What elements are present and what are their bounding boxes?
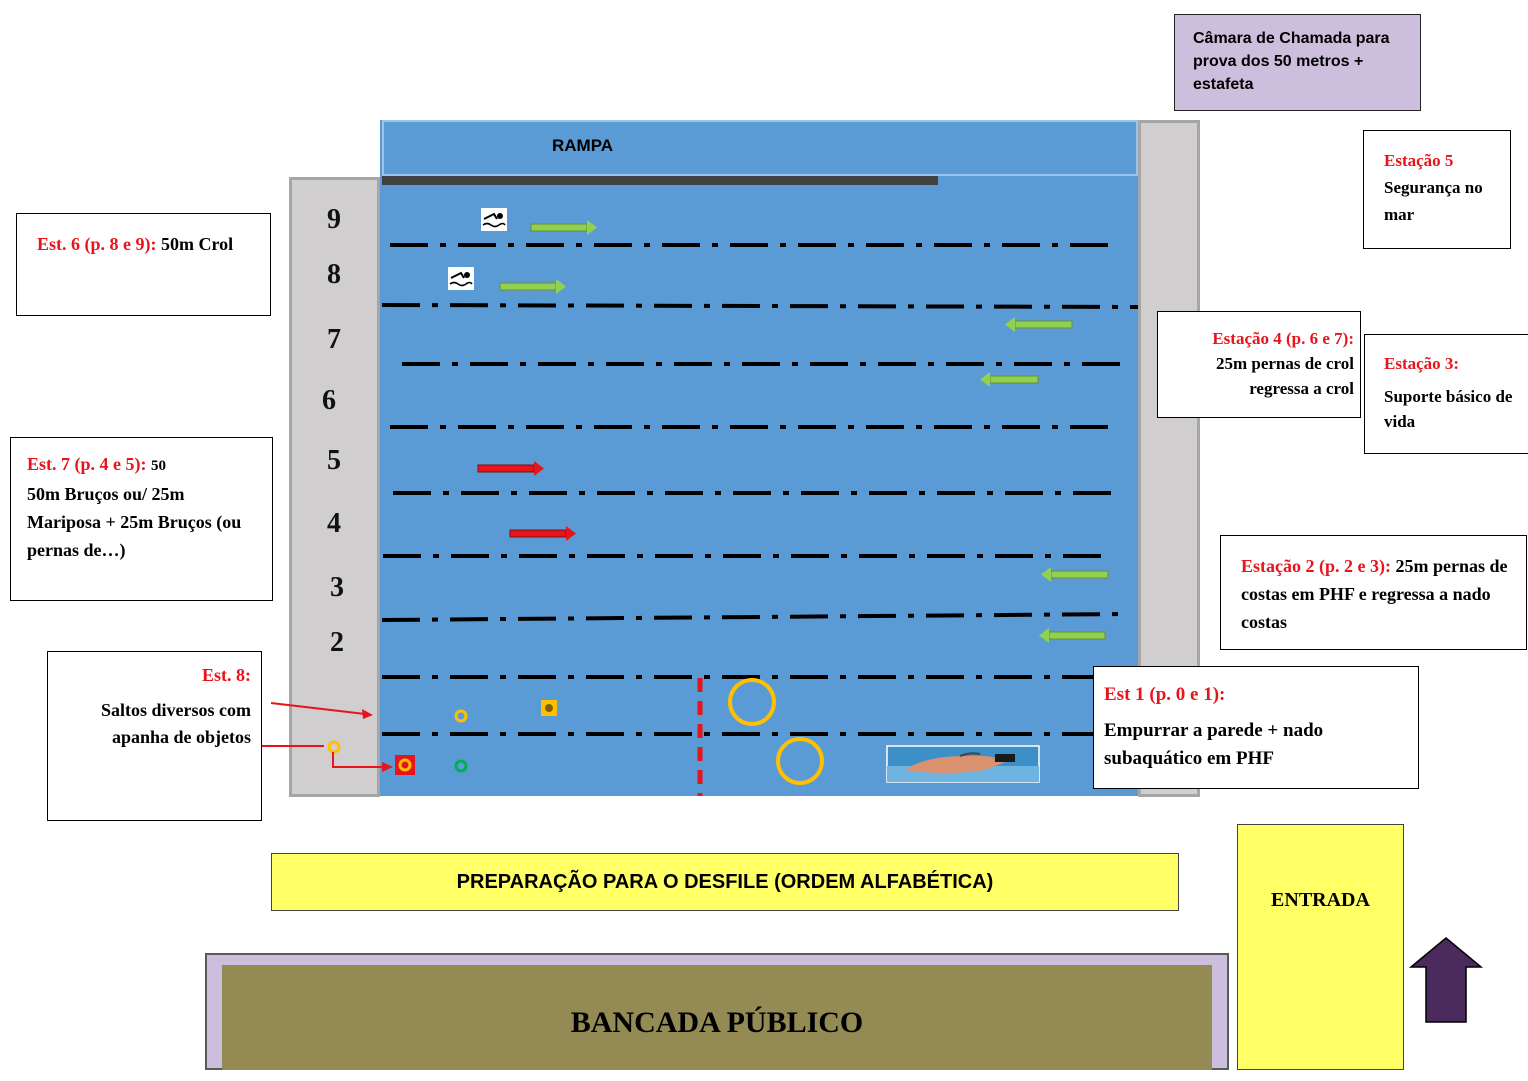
arrow-up-icon — [1408, 937, 1484, 1023]
green-arrow-head — [587, 220, 597, 235]
ring-object-red — [395, 755, 415, 775]
ring-small — [327, 740, 341, 754]
green-arrow — [1048, 631, 1106, 640]
green-arrow-head — [556, 279, 566, 294]
lane-rope-7 — [381, 612, 1128, 622]
red-arrow — [477, 464, 535, 473]
station-6-title: Est. 6 (p. 8 e 9): — [37, 234, 157, 254]
station-7-box: Est. 7 (p. 4 e 5): 50 50m Bruços ou/ 25m… — [10, 437, 273, 601]
station-2-title: Estação 2 (p. 2 e 3): — [1241, 556, 1391, 576]
call-room-box: Câmara de Chamada para prova dos 50 metr… — [1174, 14, 1421, 111]
station-7-body: 50m Bruços ou/ 25m Mariposa + 25m Bruços… — [27, 484, 242, 560]
green-arrow — [1014, 320, 1073, 329]
lane-number-6: 6 — [322, 385, 336, 416]
green-arrow-head — [980, 372, 990, 387]
ramp-edge — [382, 176, 938, 185]
station-3-box: Estação 3: Suporte básico de vida — [1364, 334, 1528, 454]
station-8-box: Est. 8: Saltos diversos com apanha de ob… — [47, 651, 262, 821]
swimmer-icon — [481, 208, 507, 231]
station-5-box: Estação 5 Segurança no mar — [1363, 130, 1511, 249]
green-arrows — [499, 220, 1109, 643]
red-arrow-head — [534, 461, 544, 476]
parade-prep-text: PREPARAÇÃO PARA O DESFILE (ORDEM ALFABÉT… — [456, 871, 994, 893]
lane-number-5: 5 — [327, 445, 341, 476]
station-6-box: Est. 6 (p. 8 e 9): 50m Crol — [16, 213, 271, 316]
station-2-body: 25m pernas de costas em PHF e regressa a… — [1241, 556, 1508, 632]
red-arrow-head — [566, 526, 576, 541]
station-5-body: Segurança no mar — [1384, 178, 1483, 224]
green-arrow — [989, 375, 1039, 384]
pool — [380, 120, 1138, 796]
swimmer-photo — [886, 745, 1040, 783]
station-3-body: Suporte básico de vida — [1384, 387, 1513, 431]
lane-number-4: 4 — [327, 508, 341, 539]
left-deck — [289, 177, 380, 797]
ramp-label: RAMPA — [552, 136, 614, 155]
station-3-title: Estação 3: — [1384, 354, 1460, 373]
green-arrow-head — [1005, 317, 1015, 332]
ring-small-green — [454, 759, 468, 773]
station-6-body: 50m Crol — [161, 234, 234, 254]
ring-large — [776, 737, 824, 785]
entrance-label: ENTRADA — [1271, 889, 1370, 911]
green-arrow-head — [1039, 628, 1049, 643]
ring-small — [454, 709, 468, 723]
station-2-box: Estação 2 (p. 2 e 3): 25m pernas de cost… — [1220, 535, 1527, 650]
lane-rope-2 — [381, 303, 1139, 309]
station-4-box: Estação 4 (p. 6 e 7): 25m pernas de crol… — [1157, 311, 1361, 418]
pointer-arrow — [270, 702, 366, 715]
green-arrow — [1050, 570, 1109, 579]
lane-number-9: 9 — [327, 204, 341, 235]
parade-prep-banner: PREPARAÇÃO PARA O DESFILE (ORDEM ALFABÉT… — [271, 853, 1179, 911]
station-7-title: Est. 7 (p. 4 e 5): — [27, 454, 147, 474]
public-stands-label: BANCADA PÚBLICO — [570, 1006, 864, 1039]
swimmer-icon — [448, 267, 474, 290]
entrance: ENTRADA — [1237, 824, 1404, 1070]
green-arrow-head — [1041, 567, 1051, 582]
green-arrow — [530, 223, 588, 232]
red-arrows — [477, 461, 576, 541]
ring-large — [728, 678, 776, 726]
public-stands: BANCADA PÚBLICO — [222, 965, 1212, 1070]
station-8-body: Saltos diversos com apanha de objetos — [101, 700, 251, 747]
lane-number-8: 8 — [327, 259, 341, 290]
ramp: RAMPA — [382, 120, 1138, 176]
lane-number-2: 2 — [330, 627, 344, 658]
red-arrow — [509, 529, 567, 538]
call-room-text: Câmara de Chamada para prova dos 50 metr… — [1193, 30, 1390, 93]
lane-number-7: 7 — [327, 324, 341, 355]
station-8-title: Est. 8: — [202, 665, 251, 685]
lane-number-3: 3 — [330, 572, 344, 603]
station-1-body: Empurrar a parede + nado subaquático em … — [1104, 720, 1324, 769]
green-arrow — [499, 282, 557, 291]
station-4-title: Estação 4 (p. 6 e 7): — [1212, 329, 1354, 348]
station-7-small: 50 — [151, 458, 166, 474]
station-1-title: Est 1 (p. 0 e 1): — [1104, 684, 1226, 705]
pointer-arrow — [332, 752, 383, 768]
station-4-body: 25m pernas de crol regressa a crol — [1215, 354, 1354, 398]
station-1-box: Est 1 (p. 0 e 1): Empurrar a parede + na… — [1093, 666, 1419, 789]
station-5-title: Estação 5 — [1384, 151, 1454, 170]
